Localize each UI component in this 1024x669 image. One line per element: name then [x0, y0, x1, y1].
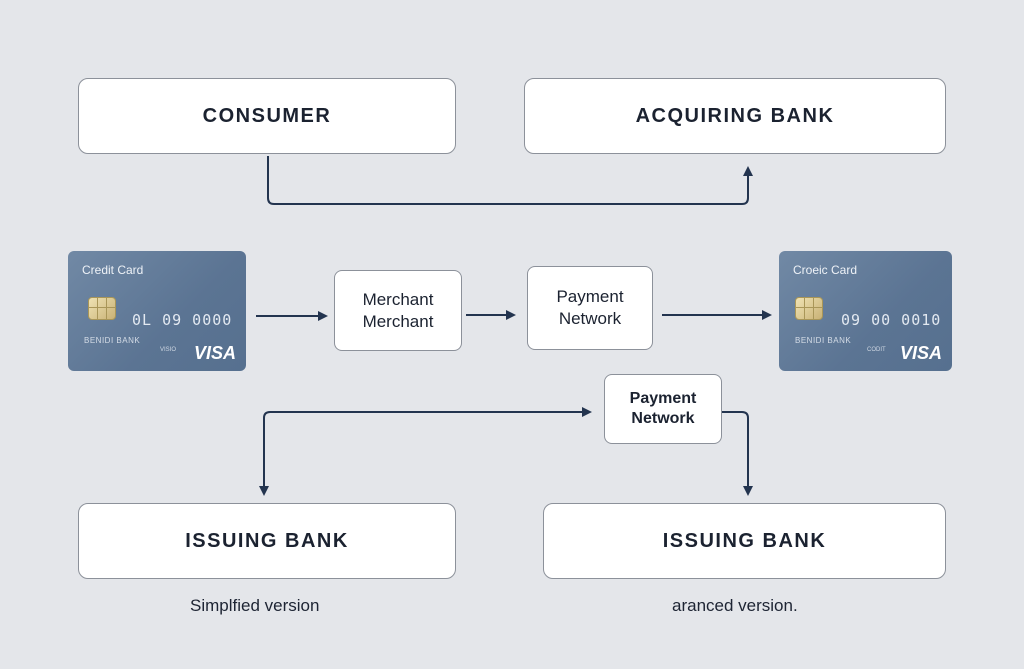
- card-small-text: VISIO: [160, 347, 177, 353]
- payment-network-node-2: Payment Network: [604, 374, 722, 444]
- visa-logo: VISA: [899, 343, 942, 363]
- issuing-to-network-arrow: [263, 407, 592, 494]
- chip-icon: [795, 297, 823, 320]
- card-number: 0L 09 0000: [132, 311, 233, 329]
- acquiring-bank-label: ACQUIRING BANK: [635, 104, 835, 127]
- credit-card-left: Credit Card 0L 09 0000 BENIDI BANK VISIO…: [68, 251, 246, 371]
- consumer-label: CONSUMER: [202, 104, 332, 127]
- card-number: 09 00 0010: [841, 311, 942, 329]
- caption-advanced: aranced version.: [672, 596, 798, 615]
- chip-icon: [88, 297, 116, 320]
- consumer-box: CONSUMER: [78, 78, 456, 154]
- issuing-bank-label: ISSUING BANK: [662, 529, 827, 552]
- consumer-to-acquiring-arrow: [267, 156, 753, 205]
- card-holder: BENIDI BANK: [84, 336, 141, 345]
- card-small-text: CODIT: [867, 347, 886, 353]
- issuing-bank-left-box: ISSUING BANK: [78, 503, 456, 579]
- merchant-node: Merchant Merchant: [334, 270, 462, 351]
- caption-simplified: Simplfied version: [190, 596, 320, 615]
- issuing-bank-label: ISSUING BANK: [185, 529, 349, 552]
- acquiring-bank-box: ACQUIRING BANK: [524, 78, 946, 154]
- payment-network-node: Payment Network: [527, 266, 653, 350]
- card-holder: BENIDI BANK: [795, 336, 852, 345]
- network-to-issuing-arrow: [722, 411, 753, 496]
- credit-card-right: Croeic Card 09 00 0010 BENIDI BANK CODIT…: [779, 251, 952, 371]
- card-title: Credit Card: [82, 263, 144, 277]
- issuing-bank-right-box: ISSUING BANK: [543, 503, 946, 579]
- card-title: Croeic Card: [793, 263, 858, 277]
- visa-logo: VISA: [193, 343, 236, 363]
